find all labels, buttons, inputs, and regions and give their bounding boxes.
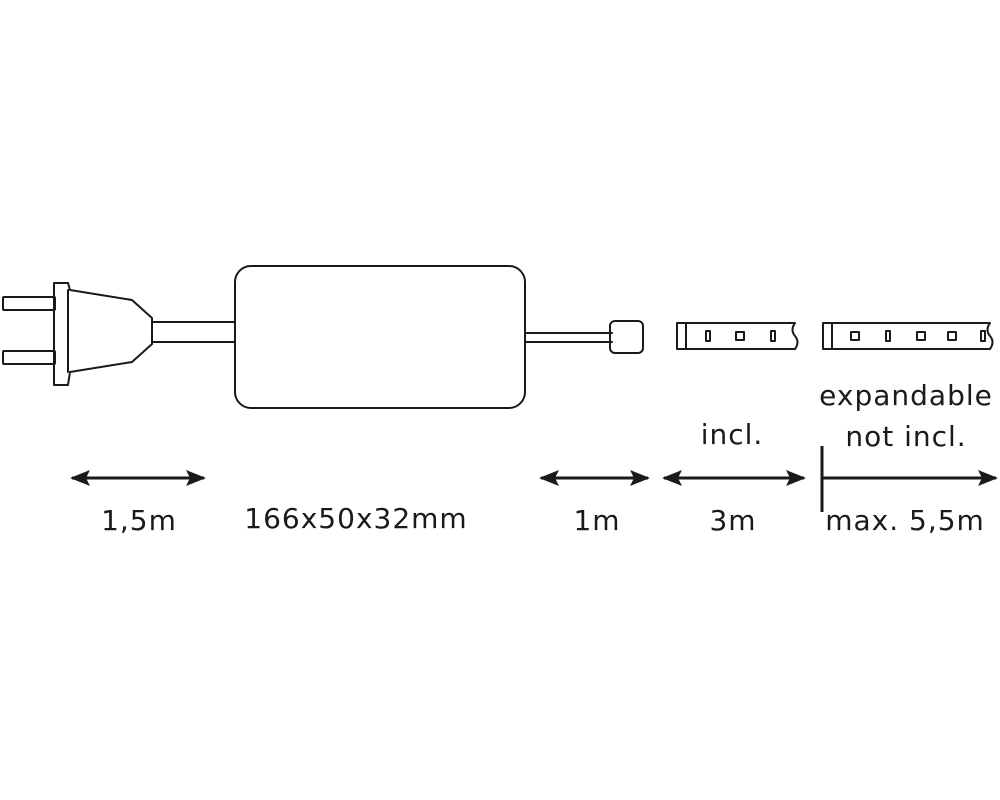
expandable-label: expandable xyxy=(819,379,993,412)
led-strip-included xyxy=(676,322,799,350)
power-plug-icon xyxy=(2,282,153,386)
driver-dimensions-label: 166x50x32mm xyxy=(244,502,468,535)
connector-cable xyxy=(524,332,613,343)
strip-length-label: 3m xyxy=(709,504,757,537)
strip-included-label: incl. xyxy=(700,418,764,451)
cable-length-label: 1,5m xyxy=(101,504,177,537)
driver-box xyxy=(234,265,526,409)
connector-length-label: 1m xyxy=(573,504,621,537)
led-strip-expandable xyxy=(822,322,994,350)
strip-connector xyxy=(609,320,644,354)
not-included-label: not incl. xyxy=(845,420,967,453)
power-cable xyxy=(151,321,236,343)
max-length-label: max. 5,5m xyxy=(825,504,985,537)
